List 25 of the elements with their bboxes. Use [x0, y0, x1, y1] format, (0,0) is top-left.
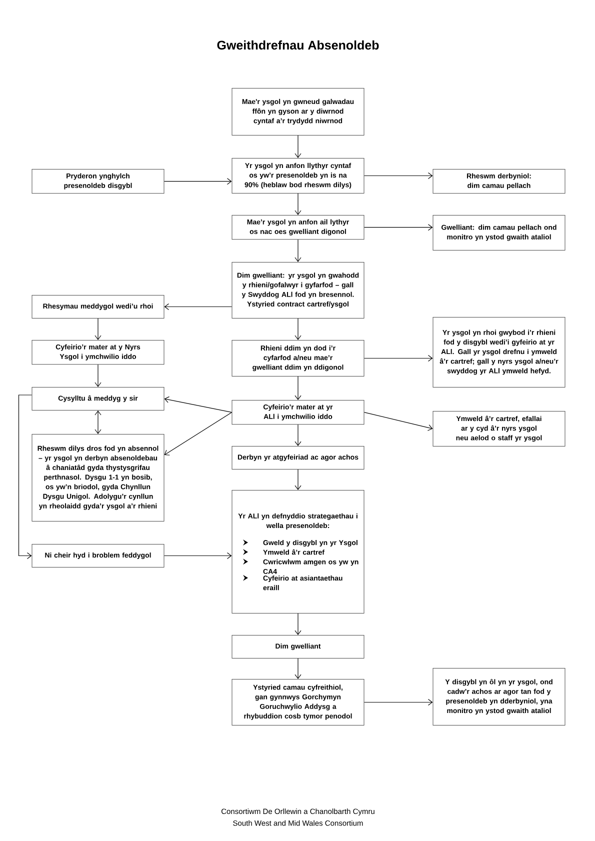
arrow	[294, 135, 302, 158]
arrow	[294, 424, 302, 446]
arrow	[294, 658, 302, 680]
arrow	[94, 410, 102, 434]
arrow	[294, 613, 302, 636]
arrow	[364, 354, 433, 362]
arrow	[294, 469, 302, 490]
arrow	[294, 239, 302, 262]
arrow	[18, 394, 32, 560]
arrow	[164, 303, 232, 310]
arrow	[364, 172, 433, 180]
arrow	[294, 193, 302, 215]
arrow	[164, 552, 232, 560]
arrow	[294, 318, 302, 340]
arrow	[364, 698, 433, 706]
arrow	[364, 412, 433, 431]
arrow	[164, 412, 232, 456]
arrow	[164, 396, 232, 413]
title: Gweithdrefnau Absenoldeb	[217, 40, 379, 50]
arrow	[364, 224, 433, 231]
arrow	[94, 318, 102, 340]
process-box	[232, 490, 364, 614]
arrow	[294, 376, 302, 400]
arrow	[94, 364, 102, 387]
arrow	[164, 178, 232, 185]
